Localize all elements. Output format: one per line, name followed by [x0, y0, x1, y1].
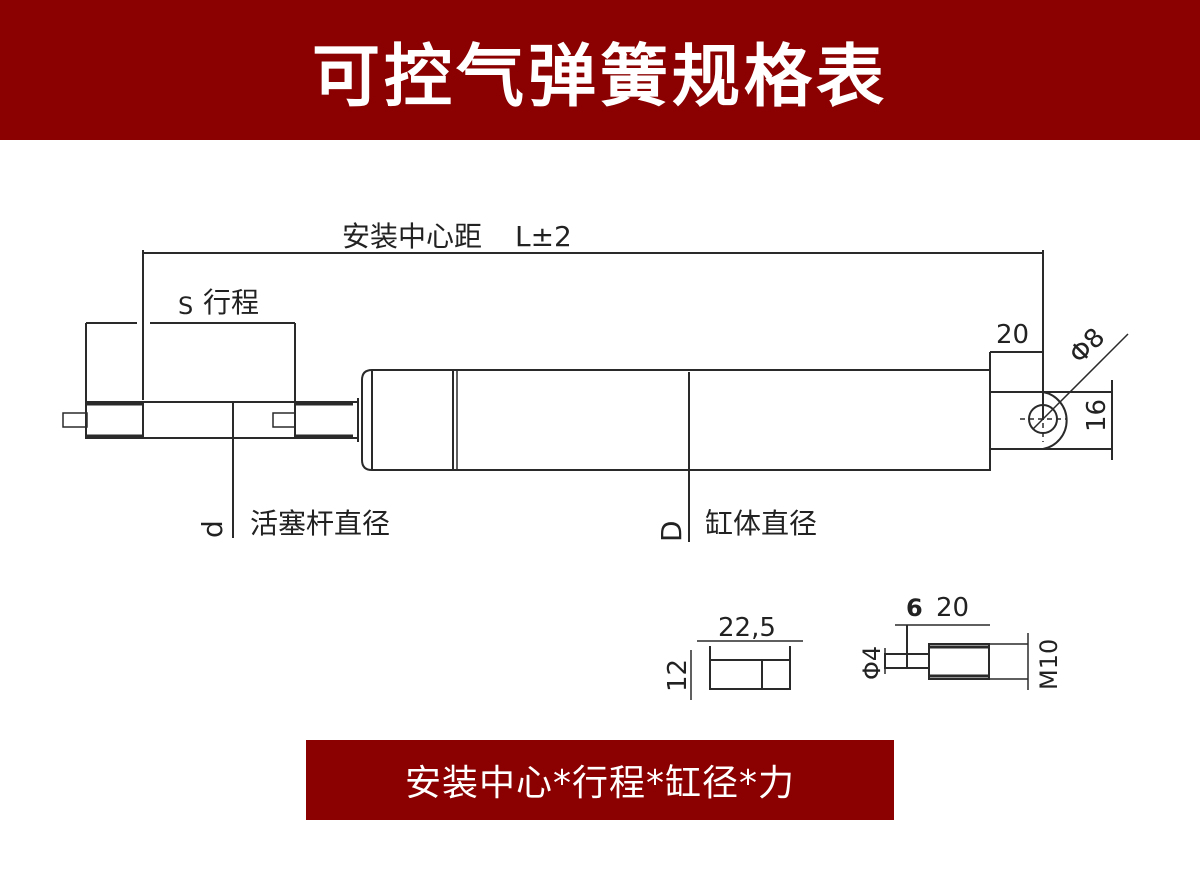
title-banner: 可控气弹簧规格表	[0, 0, 1200, 140]
eye-hole-diameter: Φ8	[1064, 323, 1111, 370]
detail-b-thread-spec: M10	[1035, 639, 1063, 690]
cylinder-label: 缸体直径	[705, 507, 817, 540]
cylinder-diameter-marker: D 缸体直径	[655, 372, 817, 542]
left-thread	[85, 401, 144, 439]
rod-label: 活塞杆直径	[250, 507, 390, 540]
rod-end-fitting	[62, 398, 359, 442]
rod-symbol: d	[196, 520, 229, 538]
detail-a: 22,5 12	[663, 613, 803, 700]
inner-pin	[272, 412, 296, 428]
stroke-dimension: S 行程	[85, 286, 296, 402]
detail-a-body	[709, 659, 791, 690]
detail-b: 6 20 Φ4 M10	[858, 593, 1063, 690]
install-center-tolerance: L±2	[515, 220, 572, 253]
install-center-dimension: 安装中心距 L±2	[142, 220, 1044, 420]
rod-diameter-marker: d 活塞杆直径	[196, 402, 390, 540]
stroke-symbol: S	[178, 292, 193, 320]
page-title: 可控气弹簧规格表	[311, 37, 888, 117]
eye-arc	[1042, 391, 1068, 450]
detail-b-pin-diameter: Φ4	[858, 646, 886, 680]
right-thread	[294, 401, 359, 439]
eye-end: 16 Φ8 20	[989, 320, 1129, 460]
detail-b-thread	[928, 643, 990, 680]
detail-a-height: 12	[663, 659, 693, 692]
piston-rod	[142, 401, 296, 439]
stroke-label: 行程	[203, 286, 259, 319]
left-pin	[62, 412, 88, 428]
diameter-leader	[1032, 333, 1129, 430]
cylinder-outline	[361, 369, 991, 471]
detail-b-thread-length: 20	[936, 593, 969, 623]
gas-spring-drawing: 安装中心距 L±2 S 行程 d 活塞杆直径 D	[62, 220, 1129, 700]
eye-offset-value: 20	[996, 320, 1029, 350]
detail-b-pin-length: 6	[906, 594, 923, 622]
formula-banner: 安装中心*行程*缸径*力	[306, 740, 894, 820]
install-center-label: 安装中心距	[342, 220, 482, 253]
cylinder-body	[361, 369, 991, 471]
detail-a-length: 22,5	[718, 613, 776, 643]
cylinder-symbol: D	[655, 520, 688, 542]
order-formula: 安装中心*行程*缸径*力	[404, 763, 795, 804]
eye-width-value: 16	[1082, 399, 1112, 432]
